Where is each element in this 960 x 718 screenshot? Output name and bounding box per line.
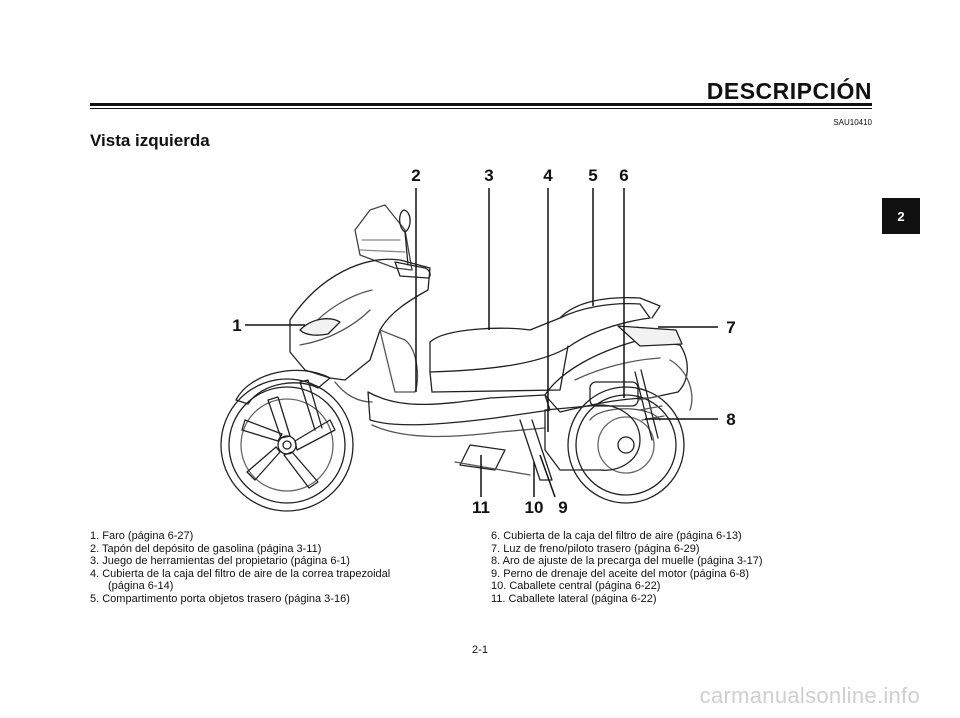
rear-shock [634,369,659,441]
callout-6: 6 [619,166,629,185]
legend-left: 1. Faro (página 6-27) 2. Tapón del depós… [90,530,390,606]
air-filter-cover [589,381,639,407]
callout-10: 10 [524,498,544,517]
legend-item: 1. Faro (página 6-27) [90,530,194,542]
callout-9: 9 [558,498,568,517]
callout-2: 2 [411,166,421,185]
legend-item: 7. Luz de freno/piloto trasero (página 6… [491,542,700,555]
rear-storage [559,296,661,319]
mirror [398,209,411,266]
front-fairing [289,258,431,381]
chapter-tab: 2 [882,198,920,234]
windscreen [354,204,413,271]
rear-cowl [544,339,688,413]
legend-item: 4. Cubierta de la caja del filtro de air… [90,567,391,580]
front-wheel [220,378,354,512]
legend-item: 3. Juego de herramientas del propietario… [90,555,350,568]
rear-wheel [567,386,685,504]
legend-item: 2. Tapón del depósito de gasolina (págin… [90,542,322,555]
callout-5: 5 [588,166,598,185]
tail-light [617,325,683,347]
front-fork [299,379,323,431]
callout-3: 3 [484,166,494,185]
page-subtitle: Vista izquierda [90,131,210,150]
legend-item: 6. Cubierta de la caja del filtro de air… [491,530,742,542]
legend-item: 8. Aro de ajuste de la precarga del muel… [491,555,763,568]
legend-item: 11. Caballete lateral (página 6-22) [491,592,657,605]
callout-4: 4 [543,166,553,185]
section-title: DESCRIPCIÓN [706,78,872,104]
seat [429,302,651,373]
engine-case [544,404,641,471]
floorboard [367,391,551,426]
legend-item: 5. Compartimento porta objetos trasero (… [90,592,350,605]
callout-1: 1 [232,316,242,335]
seat-underside [429,345,569,393]
watermark: carmanualsonline.info [699,683,920,708]
front-fender [235,369,331,405]
headlight [299,318,341,336]
legend-item: 9. Perno de drenaje del aceite del motor… [491,567,750,580]
page-number: 2-1 [472,644,488,656]
callout-11: 11 [472,498,490,517]
center-stand [519,419,553,481]
callout-7: 7 [726,318,736,337]
legend-right: 6. Cubierta de la caja del filtro de air… [491,530,763,606]
legend-item: 10. Caballete central (página 6-22) [491,580,661,593]
legend-item: (página 6-14) [108,580,174,593]
callout-8: 8 [726,410,736,429]
side-stand [459,444,506,471]
reference-code: SAU10410 [833,118,872,127]
title-rule-thick [90,103,872,106]
title-rule-thin [90,108,872,109]
